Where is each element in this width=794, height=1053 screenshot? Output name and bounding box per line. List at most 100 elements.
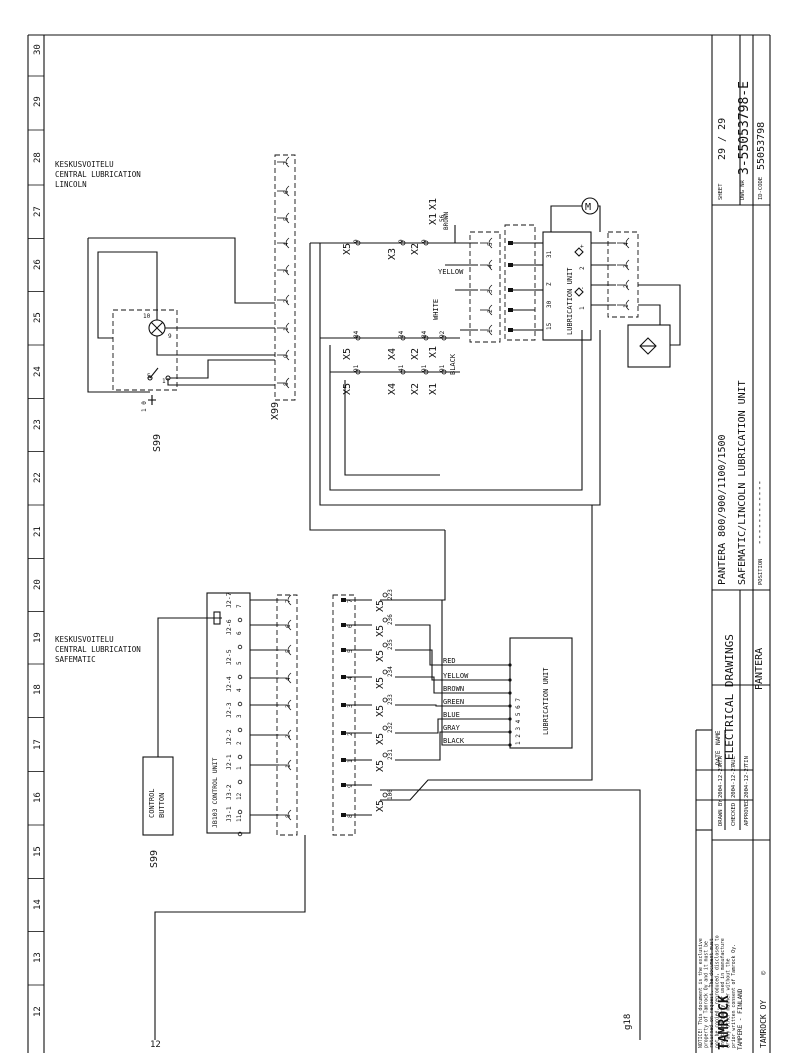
lincoln-title-line-1: KESKUSVOITELU <box>55 160 114 169</box>
lincoln-title-line-2: CENTRAL LUBRICATION <box>55 170 141 179</box>
cu-pin-J3-2: J3-2 <box>225 784 233 800</box>
ruler-zone-15: 15 <box>33 846 43 857</box>
connector-1 <box>276 594 298 836</box>
terminal-5: 9 <box>421 239 428 243</box>
ruler-zone-28: 28 <box>33 152 43 163</box>
cu-pin-J2-5: J2-5 <box>225 649 233 665</box>
notice-line-4: any third party or used in manufacture <box>720 938 726 1048</box>
terminal-7: 56 <box>439 214 446 222</box>
edge-label-12: 12 <box>150 1040 161 1050</box>
plug4-pin-1: 1 <box>623 304 630 308</box>
x99-label: X99 <box>270 402 281 420</box>
sig-date-2: 2004-12-27 <box>744 765 750 798</box>
svg-text:CONTROL: CONTROL <box>148 788 156 818</box>
terminal-24: 91 <box>439 364 446 372</box>
terminal-15: X1 <box>428 346 439 358</box>
connector-2 <box>332 594 356 836</box>
svg-text:Z: Z <box>546 282 553 286</box>
cu-num-6: 5 <box>236 661 243 665</box>
x99-pin-6: 6 <box>283 190 290 194</box>
control-unit-label: JB103 CONTROL UNIT <box>211 757 219 828</box>
svg-text:31: 31 <box>546 250 553 258</box>
motor-symbol: M <box>585 202 591 213</box>
plug5-pin-5: 5 <box>487 242 494 246</box>
sig-name-2: TIN <box>744 756 750 766</box>
plug4-pin-3: 3 <box>623 264 630 268</box>
product-name: PANTERA <box>754 648 765 690</box>
cu-num-0: 11 <box>236 814 243 822</box>
sig-date-0: 2004-12-27 <box>718 765 724 798</box>
x99-pin-5: 5 <box>283 217 290 221</box>
x5-label-4: X5 <box>375 677 386 689</box>
x5-num-236: 236 <box>387 614 394 625</box>
ruler-zone-24: 24 <box>33 366 43 377</box>
cu-num-5: 4 <box>236 688 243 692</box>
terminal-22: 91 <box>421 364 428 372</box>
terminal-10: 84 <box>353 330 360 338</box>
company-name: TAMROCK OY <box>759 1000 768 1048</box>
ruler-zone-17: 17 <box>33 739 43 750</box>
document-title: ELECTRICAL DRAWINGS <box>723 634 736 760</box>
terminal-9: X5 <box>342 348 353 360</box>
lincoln-circuit: KESKUSVOITELU CENTRAL LUBRICATION LINCOL… <box>55 154 681 531</box>
ruler-zone-18: 18 <box>33 684 43 695</box>
ruler-zone-23: 23 <box>33 419 43 430</box>
terminal-19: X4 <box>387 383 398 395</box>
ruler-zone-14: 14 <box>33 899 43 910</box>
cu-pin-J3-1: J3-1 <box>225 806 233 822</box>
notice-line-5: or any other manner without the <box>726 958 732 1048</box>
conn2-pin-6: 6 <box>347 624 354 628</box>
lub-plug-5pin <box>469 231 501 343</box>
x5-num-235: 235 <box>387 639 394 650</box>
conn2-pin-8: 8 <box>347 814 354 818</box>
terminal-4: X2 <box>410 243 421 255</box>
conn1-pin-2: 2 <box>285 734 292 738</box>
wire-blue-label: BLUE <box>443 711 460 719</box>
cu-num-3: 2 <box>236 741 243 745</box>
cu-pin-J2-1: J2-1 <box>225 754 233 770</box>
x5-label-3: X5 <box>375 705 386 717</box>
safematic-title-line-1: KESKUSVOITELU <box>55 635 114 644</box>
terminal-21: X2 <box>410 383 421 395</box>
x5-label-2: X5 <box>375 733 386 745</box>
conn1-pin-1: 1 <box>285 764 292 768</box>
switch-s99-label: S99 <box>152 434 163 452</box>
terminal-12: 34 <box>398 330 405 338</box>
terminal-11: X4 <box>387 348 398 360</box>
conn2-pin-4: 4 <box>347 676 354 680</box>
wire-black-label: BLACK <box>443 737 465 745</box>
svg-text:-: - <box>579 286 586 290</box>
terminal-13: X2 <box>410 348 421 360</box>
svg-text:9: 9 <box>168 333 172 340</box>
svg-text:BUTTON: BUTTON <box>158 793 166 818</box>
notice-line-2: returned on request. The document must <box>709 938 715 1048</box>
lincoln-unit-label: LUBRICATION UNIT <box>566 267 574 335</box>
ruler-zone-27: 27 <box>33 206 43 217</box>
conn1-pin-6: 6 <box>285 624 292 628</box>
svg-text:POSITION: POSITION <box>758 559 764 586</box>
cu-num-7: 6 <box>236 631 243 635</box>
edge-label-g18: g18 <box>623 1014 633 1030</box>
svg-text:1 2 3 4 5 6 7: 1 2 3 4 5 6 7 <box>515 698 522 745</box>
terminal-0: X5 <box>342 243 353 255</box>
svg-text:SHEET: SHEET <box>718 183 724 200</box>
x5-num-234: 234 <box>387 666 394 677</box>
notice-line-6: prior written consent of Tamrock Oy. <box>731 944 737 1048</box>
x5-label-0: X5 <box>375 800 386 812</box>
x99-pin-7: 7 <box>283 161 290 165</box>
sig-role-0: DRAWN BY <box>718 799 724 826</box>
x5-num-233: 233 <box>387 694 394 705</box>
cu-pin-J2-2: J2-2 <box>225 729 233 745</box>
jb103-control-unit <box>206 592 251 834</box>
svg-text:2: 2 <box>579 266 586 270</box>
lincoln-title-line-3: LINCOLN <box>55 180 87 189</box>
wire-white-label: WHITE <box>432 299 440 320</box>
x5-num-223: 223 <box>387 589 394 600</box>
terminal-8: X1 <box>428 198 439 210</box>
cu-pin-J2-6: J2-6 <box>225 619 233 635</box>
description-line-2: SAFEMATIC/LINCOLN LUBRICATION UNIT <box>737 380 748 585</box>
conn2-pin-2: 2 <box>347 732 354 736</box>
control-button-label: S99 <box>149 850 160 868</box>
